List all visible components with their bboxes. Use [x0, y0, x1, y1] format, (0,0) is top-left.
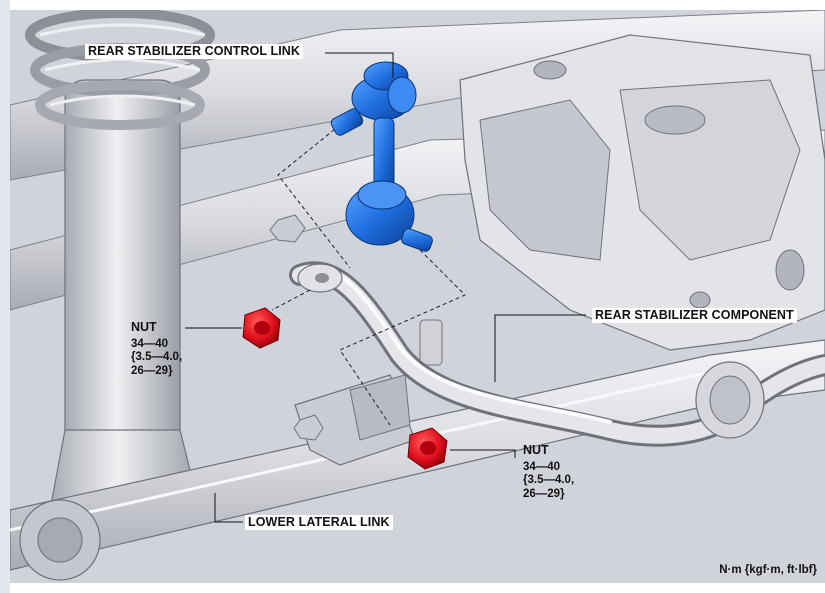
label-stabilizer-component: REAR STABILIZER COMPONENT — [592, 308, 797, 323]
nut-left-torque-ftlbf: 26—29} — [131, 364, 173, 377]
leader-lines — [185, 52, 586, 523]
nut-right-torque-ftlbf: 26—29} — [523, 487, 565, 500]
nut-left-torque-nm: 34—40 — [131, 337, 169, 350]
suspension-illustration — [10, 10, 825, 583]
nut-right-torque-kgfm: {3.5—4.0, — [523, 474, 575, 486]
stabilizer-control-link — [330, 61, 433, 252]
alignment-lines — [271, 124, 466, 426]
left-margin-strip — [0, 0, 10, 593]
nut-right-spec: NUT 34—40 {3.5—4.0, 26—29} — [523, 443, 575, 501]
units-legend: N·m {kgf·m, ft·lbf} — [719, 564, 817, 576]
nut-left-shape — [242, 307, 281, 349]
label-lower-lateral-link: LOWER LATERAL LINK — [245, 515, 393, 530]
nut-right-shape — [407, 427, 448, 470]
bracket-recess — [479, 99, 611, 261]
nut-left-torque-kgfm: {3.5—4.0, — [131, 351, 183, 363]
nut-left-spec: NUT 34—40 {3.5—4.0, 26—29} — [131, 320, 183, 378]
nut-left-title: NUT — [131, 320, 157, 334]
label-control-link: REAR STABILIZER CONTROL LINK — [85, 44, 304, 59]
nut-right-torque-nm: 34—40 — [523, 460, 561, 473]
nut-right-title: NUT — [523, 443, 549, 457]
